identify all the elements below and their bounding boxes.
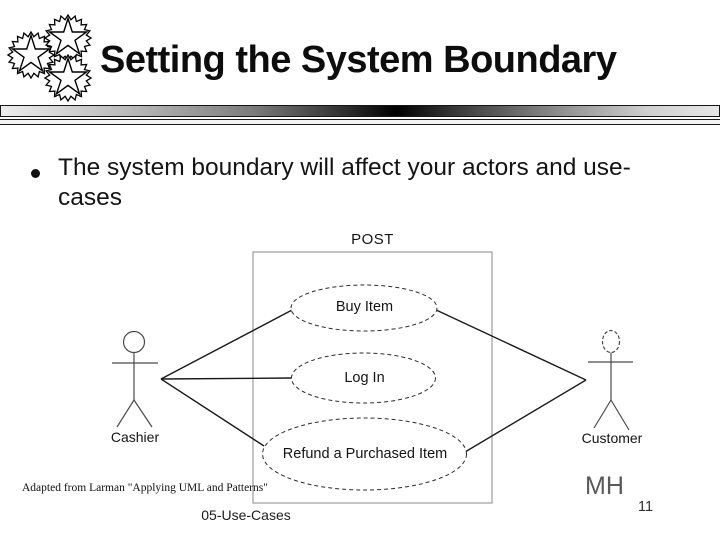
association-lines-customer: [433, 308, 587, 453]
association-lines-cashier: [160, 308, 295, 447]
use-case-ellipse-buy-item: [290, 284, 438, 332]
use-case-label-refund: Refund a Purchased Item: [282, 446, 448, 462]
bullet-icon: [31, 169, 40, 178]
actor-label-customer: Customer: [581, 430, 643, 446]
use-case-label-log-in: Log In: [344, 370, 385, 386]
footer-author-initials: MH: [585, 472, 624, 500]
use-case-ellipse-refund: [262, 417, 467, 491]
slide-title: Setting the System Boundary: [100, 39, 617, 81]
use-case-ellipse-log-in: [291, 352, 436, 404]
bullet-text: The system boundary will affect your act…: [58, 154, 631, 211]
system-boundary-label: POST: [351, 231, 394, 248]
system-boundary-box: [252, 251, 493, 504]
starburst-logo-icon: [6, 13, 93, 103]
title-divider-thin-bar: [0, 119, 720, 125]
use-case-label-buy-item: Buy Item: [335, 299, 394, 315]
actor-cashier-figure: [112, 330, 158, 428]
footer-deck-name: 05-Use-Cases: [201, 507, 291, 523]
footer-credit: Adapted from Larman "Applying UML and Pa…: [22, 482, 268, 494]
actor-customer-figure: [588, 329, 633, 431]
actor-label-cashier: Cashier: [110, 429, 160, 445]
page-number: 11: [638, 499, 654, 515]
